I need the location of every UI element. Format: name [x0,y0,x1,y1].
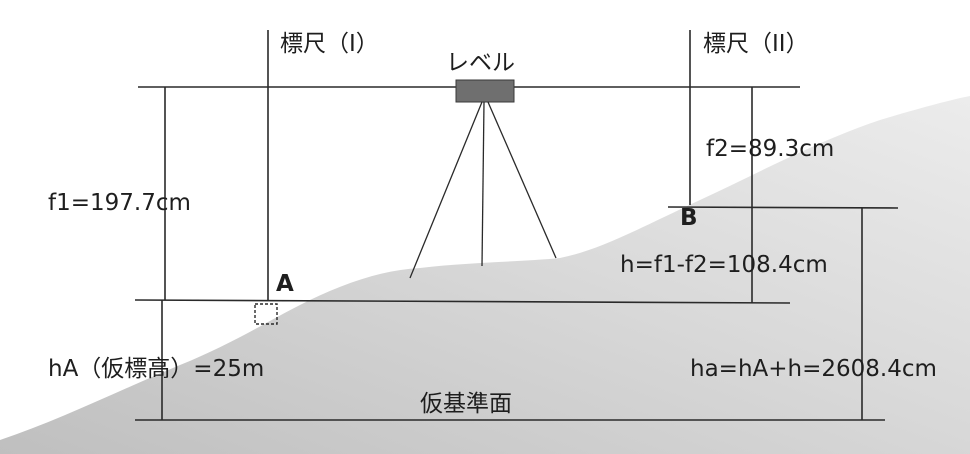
ha-label: ha=hA+h=2608.4cm [690,356,937,382]
point-a-peg [254,303,278,325]
point-b-line [667,206,899,209]
level-instrument [455,79,515,103]
staff-1-label: 標尺（I） [280,31,379,57]
tripod-leg-right [487,101,557,259]
point-a-line [134,299,791,304]
hA-label: hA（仮標高）=25m [48,356,264,382]
point-b-label: B [680,205,698,231]
datum-label: 仮基準面 [420,391,512,417]
f2-label: f2=89.3cm [706,136,834,162]
h-label: h=f1-f2=108.4cm [620,252,828,278]
ground-slope [0,96,970,454]
level-label: レベル [446,50,515,76]
point-a-label: A [276,271,294,297]
tripod-leg-center [481,101,485,267]
staff-2-label: 標尺（II） [703,31,809,57]
tripod-leg-left [409,101,483,279]
f1-label: f1=197.7cm [48,190,191,216]
